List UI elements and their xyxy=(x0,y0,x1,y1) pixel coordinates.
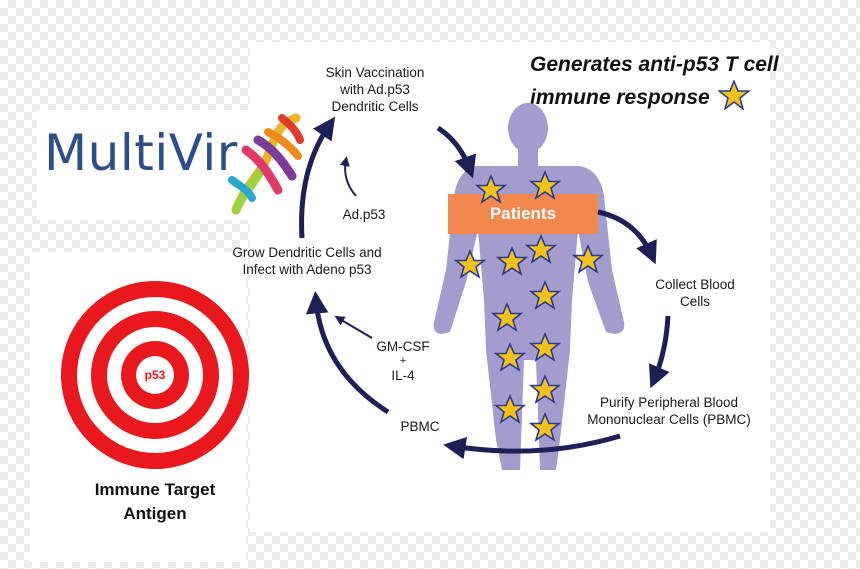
star-icon xyxy=(716,78,751,111)
label-cytokines-line: IL-4 xyxy=(391,368,415,383)
target-center-label: p53 xyxy=(144,368,166,382)
label-purify-line: Purify Peripheral Blood xyxy=(599,395,739,410)
label-purify: Purify Peripheral Blood Mononuclear Cell… xyxy=(574,394,764,428)
target-caption: Immune Target Antigen xyxy=(60,478,250,526)
label-collect-blood: Collect Blood Cells xyxy=(640,276,750,310)
label-grow-dc-line: Grow Dendritic Cells and xyxy=(232,245,382,260)
label-cytokines: GM-CSF + IL-4 xyxy=(368,338,438,384)
label-adp53: Ad.p53 xyxy=(342,207,386,222)
label-cytokines-line: GM-CSF xyxy=(376,339,430,354)
multivir-logo-text: MultiVir xyxy=(44,124,238,182)
label-grow-dc: Grow Dendritic Cells and Infect with Ade… xyxy=(212,244,402,278)
headline-line-1: Generates anti-p53 T cell xyxy=(530,53,779,76)
headline-line-2: immune response xyxy=(530,86,710,109)
patients-label: Patients xyxy=(448,194,598,234)
target-caption-line-2: Antigen xyxy=(123,504,187,523)
headline: Generates anti-p53 T cell immune respons… xyxy=(530,50,830,113)
logo-panel xyxy=(37,110,257,220)
label-skin-vaccination-line: Skin Vaccination xyxy=(325,65,425,80)
label-collect-blood-line: Collect Blood xyxy=(655,277,735,292)
label-cytokines-line: + xyxy=(399,355,407,367)
target-caption-line-1: Immune Target xyxy=(94,480,216,499)
label-pbmc: PBMC xyxy=(400,419,440,434)
label-skin-vaccination-line: Dendritic Cells xyxy=(331,99,419,114)
label-skin-vaccination-line: with Ad.p53 xyxy=(340,82,410,97)
label-purify-line: Mononuclear Cells (PBMC) xyxy=(587,412,751,427)
label-skin-vaccination: Skin Vaccination with Ad.p53 Dendritic C… xyxy=(300,64,450,115)
label-collect-blood-line: Cells xyxy=(679,294,710,309)
label-grow-dc-line: Infect with Adeno p53 xyxy=(242,262,372,277)
